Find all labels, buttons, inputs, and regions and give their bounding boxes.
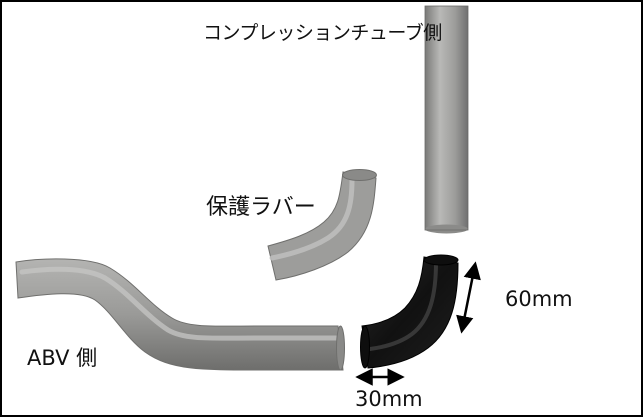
abv-tube [15, 258, 345, 371]
compression-tube-side-label: コンプレッションチューブ側 [203, 22, 442, 44]
protective-rubber-label: 保護ラバー [206, 195, 316, 220]
height-dimension-label: 60mm [505, 287, 573, 311]
height-dimension-arrow [456, 261, 481, 334]
width-dimension-label: 30mm [355, 387, 423, 411]
abv-side-label: ABV 側 [27, 346, 98, 370]
black-hose [360, 254, 459, 369]
compression-tube [424, 5, 469, 234]
protective-rubber [267, 169, 377, 281]
